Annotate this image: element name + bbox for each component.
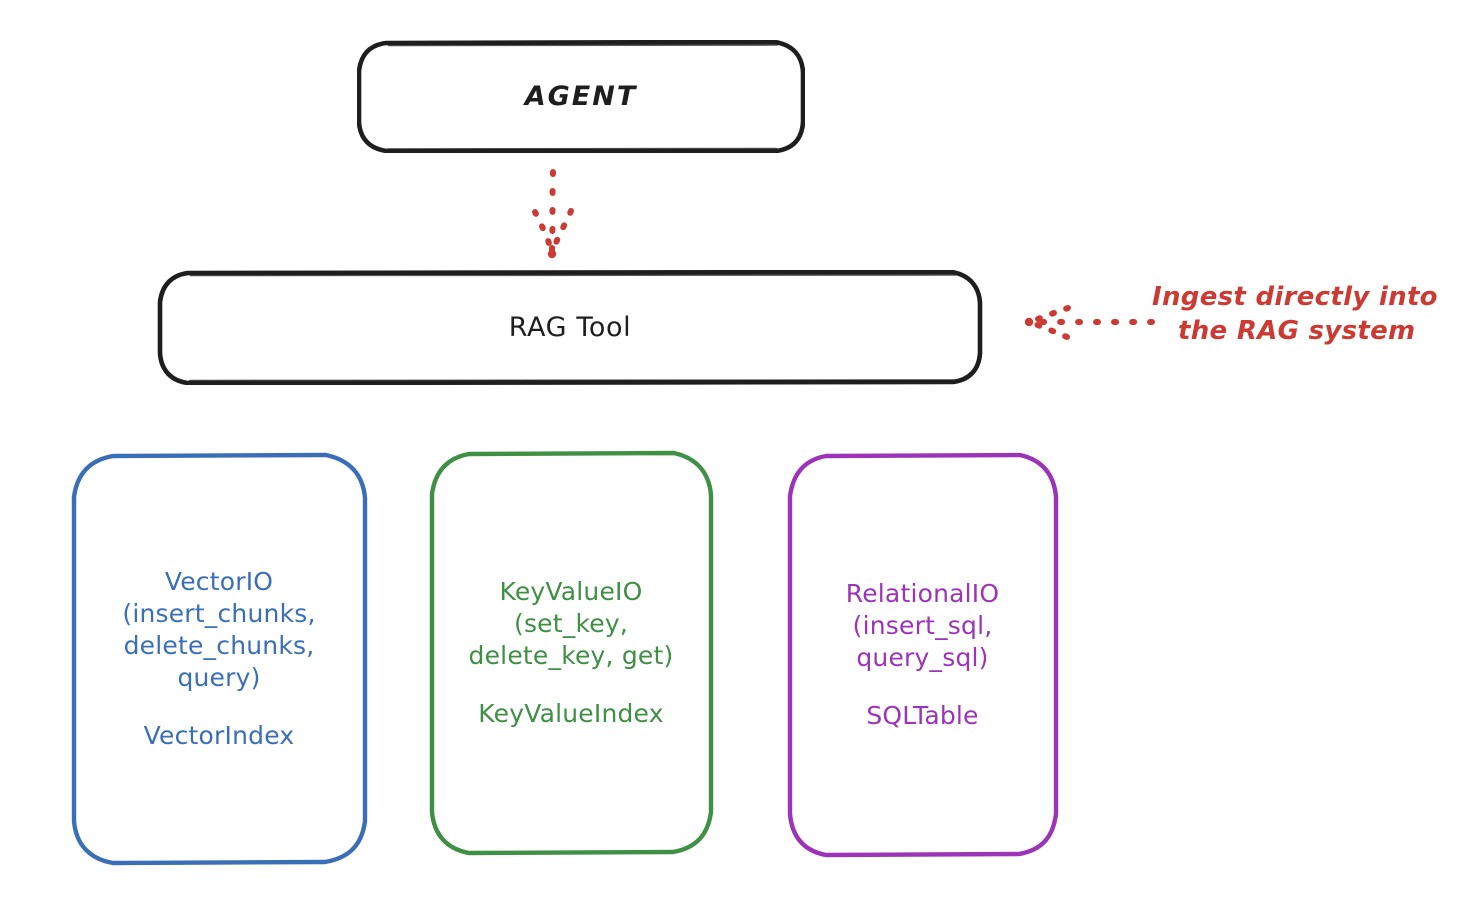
relational-io-line-1: RelationalIO (845, 579, 1000, 608)
relational-io-line-2: (insert_sql, (852, 611, 993, 640)
annotation-line-2: the RAG system (1178, 315, 1416, 346)
key-value-io-text: KeyValueIO (set_key, delete_key, get) Ke… (433, 576, 709, 730)
node-key-value-io[interactable]: KeyValueIO (set_key, delete_key, get) Ke… (427, 450, 715, 856)
sql-table-label: SQLTable (866, 701, 979, 730)
vector-io-line-2: (insert_chunks, (122, 599, 316, 628)
agent-label: AGENT (524, 81, 638, 112)
key-value-io-line-3: delete_key, get) (468, 641, 674, 670)
relational-io-text: RelationalIO (insert_sql, query_sql) SQL… (791, 578, 1054, 732)
annotation-ingest: Ingest directly into the RAG system (1152, 281, 1438, 349)
key-value-io-line-2: (set_key, (514, 609, 628, 638)
relational-io-gap (791, 674, 1054, 700)
key-value-index-label: KeyValueIndex (478, 699, 664, 728)
key-value-io-line-1: KeyValueIO (499, 577, 643, 606)
dotted-arrow-left-icon (1024, 305, 1155, 340)
vector-io-line-3: delete_chunks, (123, 631, 315, 660)
node-vector-io[interactable]: VectorIO (insert_chunks, delete_chunks, … (70, 452, 368, 866)
key-value-io-gap (433, 672, 709, 698)
rag-tool-label: RAG Tool (508, 312, 632, 343)
vector-io-text: VectorIO (insert_chunks, delete_chunks, … (76, 566, 362, 752)
annotation-line-1: Ingest directly into (1152, 282, 1438, 312)
dotted-arrow-down-icon (532, 169, 574, 259)
node-relational-io[interactable]: RelationalIO (insert_sql, query_sql) SQL… (785, 452, 1060, 858)
node-rag-tool[interactable]: RAG Tool (157, 270, 983, 385)
vector-io-gap (76, 694, 362, 720)
vector-io-line-4: query) (177, 663, 261, 692)
node-agent[interactable]: AGENT (357, 40, 805, 153)
vector-io-line-1: VectorIO (164, 567, 274, 596)
vector-index-label: VectorIndex (143, 721, 295, 750)
relational-io-line-3: query_sql) (856, 643, 989, 672)
